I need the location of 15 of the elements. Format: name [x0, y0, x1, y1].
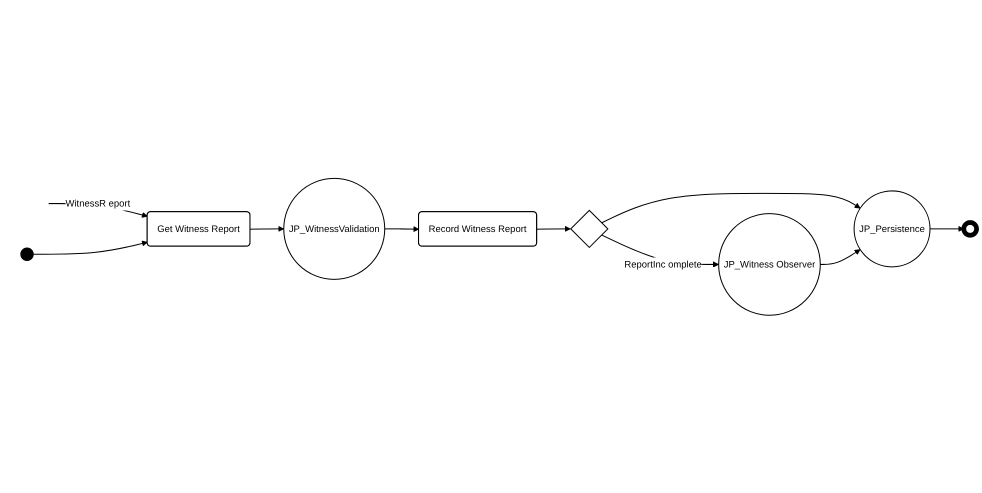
edge-label: ReportInc omplete [624, 258, 702, 270]
node-circle [961, 220, 979, 238]
arrow [250, 226, 284, 232]
arrow [384, 226, 420, 232]
node-circle [20, 247, 34, 261]
arrow [536, 226, 571, 232]
node-circle: JP_WitnessValidation [283, 178, 386, 280]
arrow [930, 226, 964, 232]
node-circle: JP_Witness Observer [718, 212, 821, 316]
node-circle: JP_Persistence [854, 190, 930, 267]
arrow [820, 248, 860, 265]
node-diamond [570, 209, 609, 248]
edge-label: WitnessR eport [66, 197, 130, 208]
arrow [601, 192, 860, 223]
arrow [33, 240, 148, 254]
